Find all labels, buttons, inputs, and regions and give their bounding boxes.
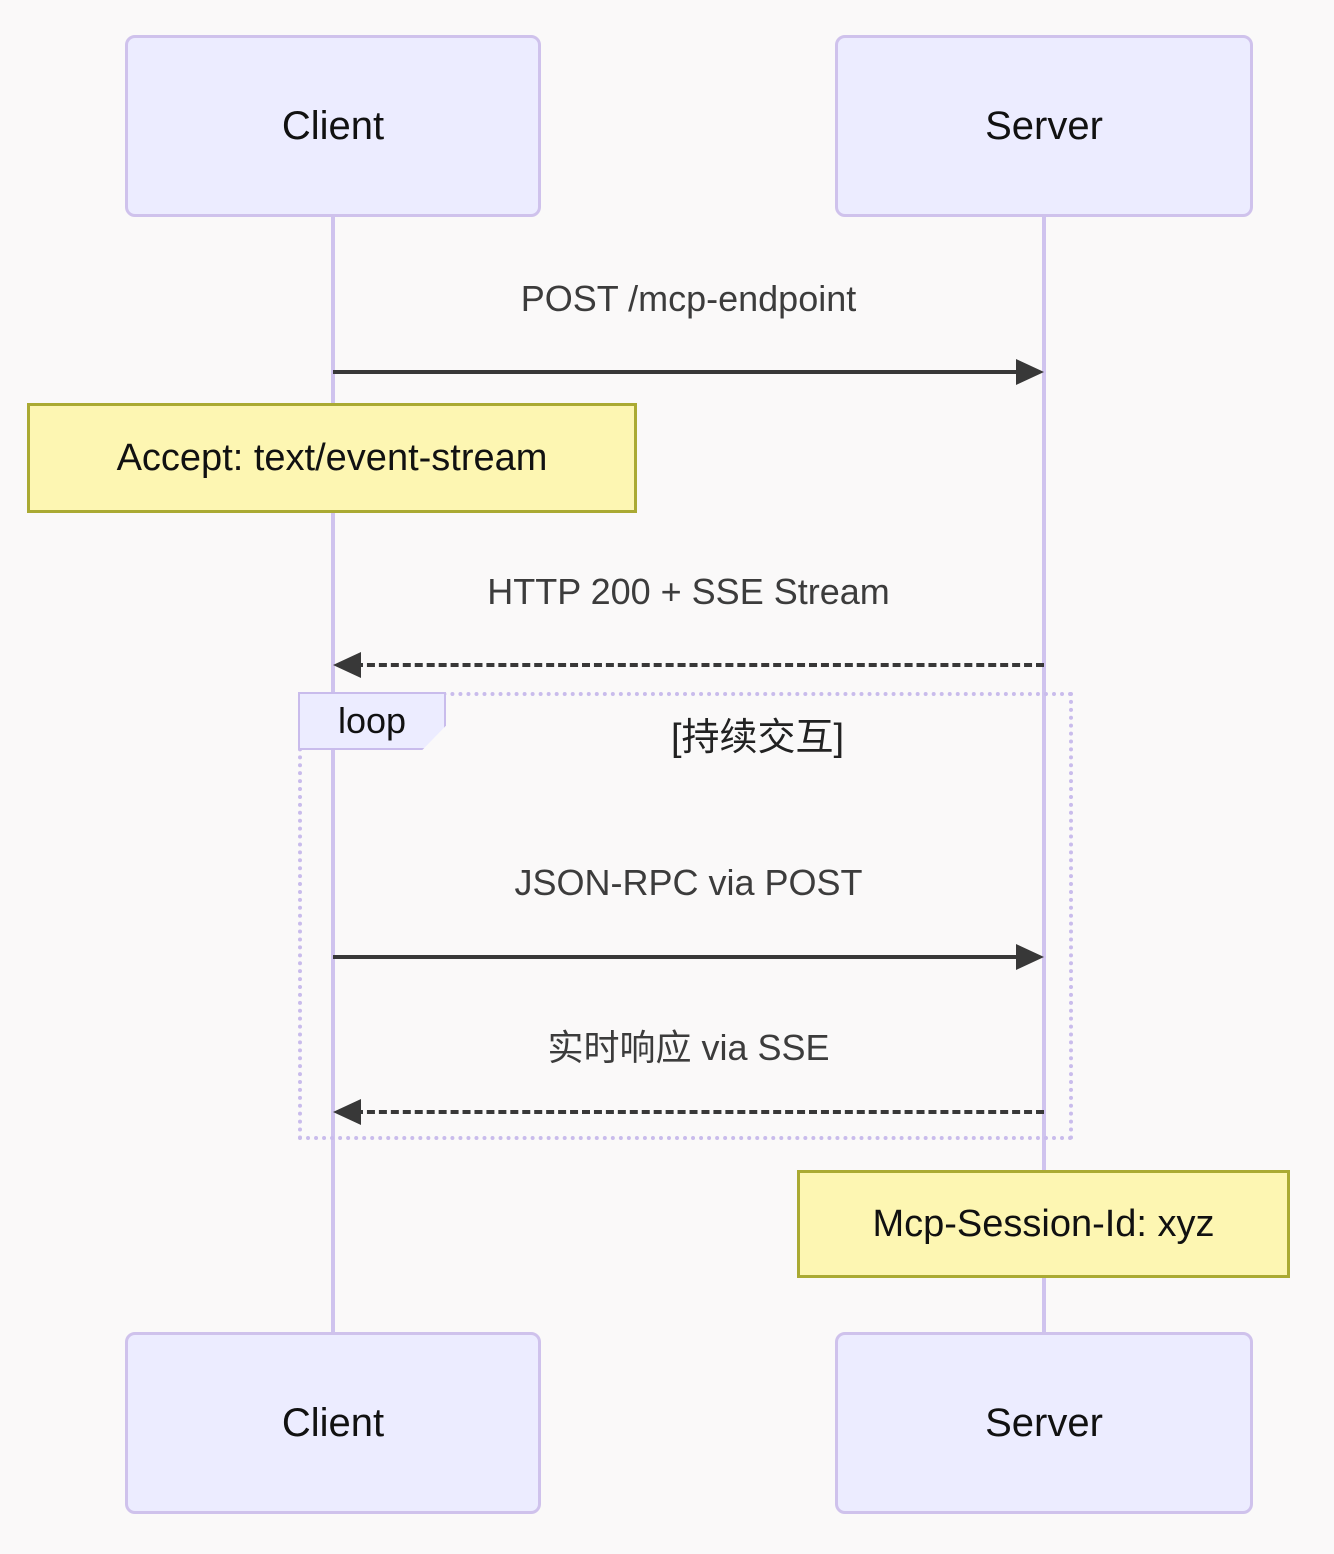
loop-condition: [持续交互] — [670, 717, 845, 759]
message-jsonrpc-label: JSON-RPC via POST — [514, 862, 863, 903]
actor-server-bottom-label: Server — [985, 1400, 1103, 1445]
actor-client-bottom-label: Client — [281, 1400, 385, 1445]
message-jsonrpc-arrow — [333, 944, 1044, 970]
actor-server-bottom: Server — [835, 1332, 1253, 1514]
note-accept-header: Accept: text/event-stream — [27, 403, 637, 513]
arrow-line — [355, 1110, 1044, 1114]
message-sse-response-label: 实时响应 via SSE — [547, 1027, 830, 1068]
arrow-line — [333, 955, 1022, 959]
arrowhead-left-icon — [333, 1099, 361, 1125]
actor-client-bottom: Client — [125, 1332, 541, 1514]
message-sse-response-arrow — [333, 1099, 1044, 1125]
arrowhead-left-icon — [333, 652, 361, 678]
arrowhead-right-icon — [1016, 944, 1044, 970]
server-lifeline — [1042, 216, 1046, 1333]
arrow-line — [333, 370, 1022, 374]
note-session-id-label: Mcp-Session-Id: xyz — [872, 1202, 1215, 1245]
loop-frame: loop [持续交互] — [298, 692, 1073, 1140]
arrowhead-right-icon — [1016, 359, 1044, 385]
client-lifeline — [331, 216, 335, 1333]
loop-label-tab: loop — [298, 692, 446, 750]
loop-label: loop — [337, 700, 407, 741]
message-http200-arrow — [333, 652, 1044, 678]
note-session-id: Mcp-Session-Id: xyz — [797, 1170, 1290, 1278]
message-post-endpoint-label: POST /mcp-endpoint — [520, 278, 857, 319]
actor-server-top: Server — [835, 35, 1253, 217]
arrow-line — [355, 663, 1044, 667]
note-accept-header-label: Accept: text/event-stream — [116, 436, 548, 479]
actor-client-top: Client — [125, 35, 541, 217]
message-post-endpoint-arrow — [333, 359, 1044, 385]
actor-client-top-label: Client — [281, 103, 385, 148]
actor-server-top-label: Server — [985, 103, 1103, 148]
message-http200-label: HTTP 200 + SSE Stream — [487, 571, 890, 612]
